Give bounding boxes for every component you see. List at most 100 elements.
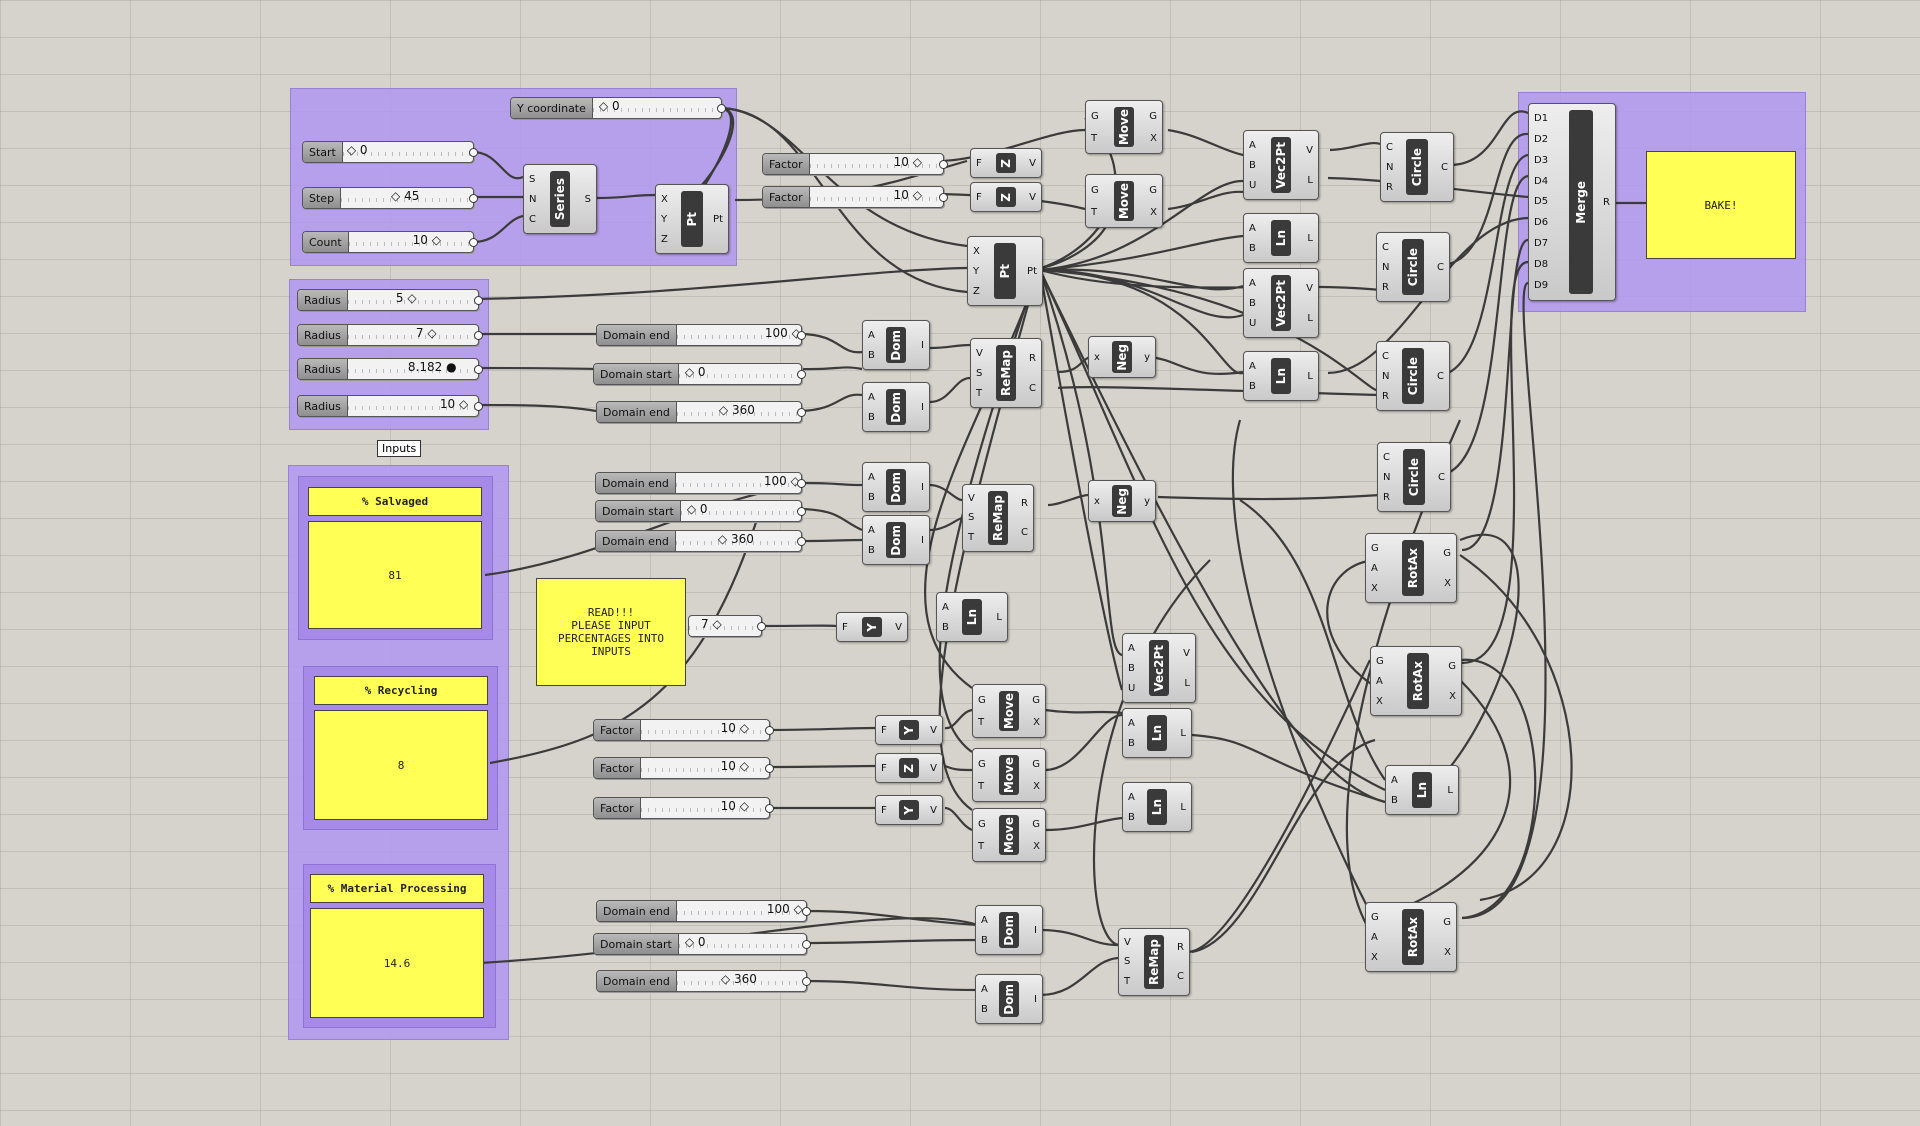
unit-y-component-2[interactable]: F Y V	[875, 715, 943, 745]
unit-z-component-1[interactable]: F Z V	[970, 148, 1042, 178]
output-grip[interactable]	[797, 507, 806, 516]
output-grip[interactable]	[474, 402, 483, 411]
factor-slider-y1[interactable]: Factor 10 ◇	[593, 719, 774, 741]
domain-end-slider-e[interactable]: Domain end 100 ◇	[596, 900, 811, 922]
recycling-value-panel[interactable]: 8	[314, 710, 488, 820]
output-grip[interactable]	[797, 537, 806, 546]
unit-y-component-1[interactable]: F Y V	[836, 612, 908, 642]
output-grip[interactable]	[797, 408, 806, 417]
output-grip[interactable]	[797, 331, 806, 340]
output-grip[interactable]	[802, 977, 811, 986]
number-slider-7[interactable]: 7 ◇	[688, 615, 766, 637]
recycling-title-panel[interactable]: % Recycling	[314, 676, 488, 705]
output-grip[interactable]	[757, 622, 766, 631]
slider-track[interactable]: 10 ◇	[809, 187, 948, 207]
output-grip[interactable]	[939, 193, 948, 202]
slider-track[interactable]: 10 ◇	[347, 396, 483, 416]
bake-panel[interactable]: BAKE!	[1646, 151, 1796, 259]
output-grip[interactable]	[939, 160, 948, 169]
slider-track[interactable]: 10 ◇	[640, 758, 774, 778]
slider-track[interactable]: ◇ 0	[678, 934, 811, 954]
factor-slider-z3[interactable]: Factor 10 ◇	[593, 757, 774, 779]
radius-slider-2[interactable]: Radius 7 ◇	[297, 324, 483, 346]
slider-track[interactable]: ◇ 0	[680, 501, 806, 521]
negative-component-2[interactable]: x Neg y	[1088, 480, 1156, 522]
slider-track[interactable]: 10 ◇	[640, 798, 774, 818]
output-grip[interactable]	[797, 370, 806, 379]
output-grip[interactable]	[797, 479, 806, 488]
salvaged-title-panel[interactable]: % Salvaged	[308, 487, 482, 516]
start-slider[interactable]: Start ◇ 0	[302, 141, 478, 163]
radius-slider-4[interactable]: Radius 10 ◇	[297, 395, 483, 417]
factor-slider-z2[interactable]: Factor 10 ◇	[762, 186, 948, 208]
slider-track[interactable]: ◇ 360	[676, 971, 811, 991]
output-grip[interactable]	[802, 907, 811, 916]
negative-component-1[interactable]: x Neg y	[1088, 336, 1156, 378]
output-grip[interactable]	[469, 194, 478, 203]
output-grip[interactable]	[717, 104, 726, 113]
domain-start-slider-a[interactable]: Domain start ◇ 0	[593, 363, 806, 385]
output-grip[interactable]	[802, 940, 811, 949]
radius-slider-1[interactable]: Radius 5 ◇	[297, 289, 483, 311]
step-slider[interactable]: Step ◇ 45	[302, 187, 478, 209]
slider-track[interactable]: 10 ◇	[640, 720, 774, 740]
domain-end-slider-a[interactable]: Domain end 100 ◇	[596, 324, 806, 346]
output-grip[interactable]	[474, 331, 483, 340]
material-value-panel[interactable]: 14.6	[310, 908, 484, 1018]
slider-track[interactable]: 100 ◇	[675, 473, 806, 493]
slider-track[interactable]: 100 ◇	[676, 325, 806, 345]
slider-track[interactable]: 100 ◇	[676, 901, 811, 921]
domain-end-slider-b[interactable]: Domain end ◇ 360	[596, 401, 806, 423]
slider-track[interactable]: ◇ 0	[342, 142, 478, 162]
domain-start-slider-e[interactable]: Domain start ◇ 0	[593, 933, 811, 955]
slider-track[interactable]: 7 ◇	[347, 325, 483, 345]
domain-end-slider-d[interactable]: Domain end ◇ 360	[595, 530, 806, 552]
output-grip[interactable]	[765, 764, 774, 773]
domain-start-slider-c[interactable]: Domain start ◇ 0	[595, 500, 806, 522]
unit-z-component-2[interactable]: F Z V	[970, 182, 1042, 212]
domain-end-slider-c[interactable]: Domain end 100 ◇	[595, 472, 806, 494]
slider-track[interactable]: ◇ 45	[341, 188, 478, 208]
slider-track[interactable]: ◇ 360	[676, 402, 806, 422]
domain-end-slider-f[interactable]: Domain end ◇ 360	[596, 970, 811, 992]
read-note-panel[interactable]: READ!!! PLEASE INPUT PERCENTAGES INTO IN…	[536, 578, 686, 686]
unit-z-component-3[interactable]: F Z V	[875, 753, 943, 783]
y-coordinate-slider[interactable]: Y coordinate ◇ 0	[510, 97, 726, 119]
slider-track[interactable]: 7 ◇	[689, 616, 766, 636]
factor-slider-y2[interactable]: Factor 10 ◇	[593, 797, 774, 819]
slider-track[interactable]: 10 ◇	[809, 154, 948, 174]
output-grip[interactable]	[469, 238, 478, 247]
output-grip[interactable]	[474, 365, 483, 374]
unit-y-component-3[interactable]: F Y V	[875, 795, 943, 825]
